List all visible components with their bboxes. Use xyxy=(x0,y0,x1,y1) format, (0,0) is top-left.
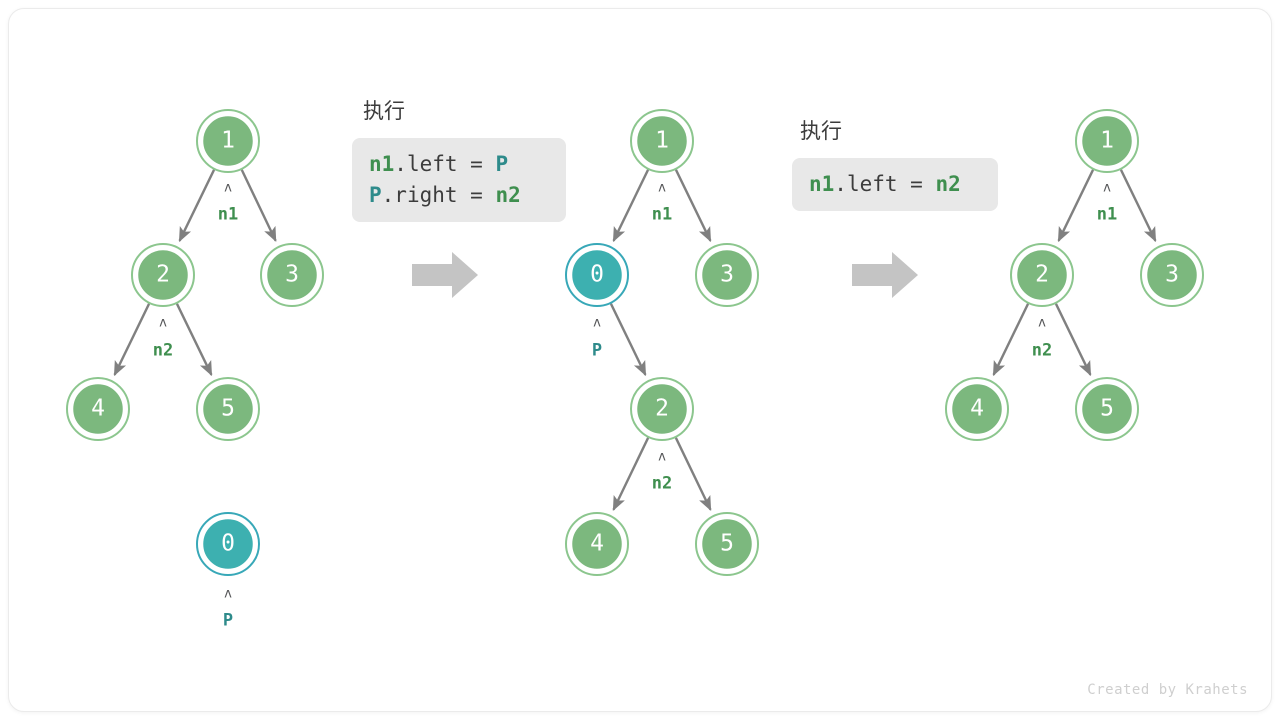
tree-node xyxy=(945,377,1009,441)
node-value-label: 4 xyxy=(91,395,105,422)
tree-node xyxy=(196,512,260,576)
code-line: n1.left = P xyxy=(369,149,549,180)
credit-text: Created by Krahets xyxy=(1087,682,1248,698)
pointer-caret-icon: ʌ xyxy=(1103,180,1111,196)
node-value-label: 1 xyxy=(655,127,669,154)
tree-node xyxy=(630,377,694,441)
node-value-label: 5 xyxy=(1100,395,1114,422)
pointer-caret-icon: ʌ xyxy=(658,180,666,196)
code-token: P xyxy=(369,183,382,208)
pointer-caret-icon: ʌ xyxy=(159,315,167,331)
node-value-label: 4 xyxy=(970,395,984,422)
code-snippet: n1.left = n2 xyxy=(792,158,998,212)
tree-edge xyxy=(178,169,216,243)
tree-node xyxy=(1075,377,1139,441)
pointer-caret-icon: ʌ xyxy=(224,180,232,196)
step-arrow-icon xyxy=(852,252,918,298)
code-token: n2 xyxy=(495,183,521,208)
node-value-label: 2 xyxy=(1035,261,1049,288)
node-value-label: 0 xyxy=(221,530,235,557)
code-token: .left = xyxy=(394,152,496,176)
node-value-label: 5 xyxy=(221,395,235,422)
tree-edge xyxy=(992,303,1030,377)
step-arrow-icon xyxy=(412,252,478,298)
tree-node xyxy=(260,243,324,307)
tree-edge xyxy=(175,303,213,377)
pointer-caret-icon: ʌ xyxy=(1038,315,1046,331)
code-token: n2 xyxy=(935,172,961,196)
tree-node xyxy=(630,109,694,173)
node-value-label: 1 xyxy=(221,127,235,154)
code-token: n1 xyxy=(809,172,835,196)
code-token: .right = xyxy=(381,183,496,208)
tree-edge xyxy=(113,303,151,377)
tree-node xyxy=(565,512,629,576)
code-token: n1 xyxy=(369,152,395,176)
tree-edge xyxy=(1057,169,1095,243)
pointer-caret-icon: ʌ xyxy=(224,586,232,602)
tree-node xyxy=(196,377,260,441)
code-line: P.right = n2 xyxy=(369,180,549,211)
code-token: .left = xyxy=(834,172,936,196)
node-value-label: 2 xyxy=(655,395,669,422)
tree-node xyxy=(695,243,759,307)
node-value-label: 3 xyxy=(1165,261,1179,288)
tree-nodes xyxy=(66,109,1204,576)
tree-node xyxy=(66,377,130,441)
node-value-label: 0 xyxy=(590,261,604,288)
pointer-label: n1 xyxy=(217,204,239,225)
tree-edge xyxy=(1119,169,1157,243)
pointer-caret-icon: ʌ xyxy=(658,449,666,465)
node-value-label: 5 xyxy=(720,530,734,557)
tree-node xyxy=(565,243,629,307)
node-value-label: 4 xyxy=(590,530,604,557)
code-line: n1.left = n2 xyxy=(809,169,981,200)
tree-edge xyxy=(612,437,650,512)
pointer-caret-icon: ʌ xyxy=(593,315,601,331)
code-token: P xyxy=(495,152,509,176)
pointer-label: P xyxy=(591,340,603,361)
node-value-label: 3 xyxy=(720,261,734,288)
tree-edge xyxy=(240,169,277,243)
pointer-label: n2 xyxy=(651,473,673,494)
pointer-label: P xyxy=(222,610,234,631)
tree-node xyxy=(1010,243,1074,307)
tree-edge xyxy=(674,437,712,512)
execute-caption: 执行 xyxy=(800,119,842,143)
node-value-label: 3 xyxy=(285,261,299,288)
node-value-label: 2 xyxy=(156,261,170,288)
pointer-label: n1 xyxy=(651,204,673,225)
pointer-label: n2 xyxy=(1031,340,1053,361)
tree-node xyxy=(1140,243,1204,307)
step-arrows xyxy=(412,252,918,298)
pointer-label: n1 xyxy=(1096,204,1118,225)
tree-edge xyxy=(674,169,712,243)
tree-node xyxy=(1075,109,1139,173)
tree-edge xyxy=(1054,303,1092,377)
tree-edge xyxy=(609,303,647,377)
tree-edge xyxy=(612,169,650,243)
pointer-label: n2 xyxy=(152,340,174,361)
tree-edges xyxy=(113,169,1157,512)
node-value-label: 1 xyxy=(1100,127,1114,154)
tree-node xyxy=(695,512,759,576)
tree-node xyxy=(196,109,260,173)
tree-node xyxy=(131,243,195,307)
execute-caption: 执行 xyxy=(363,99,405,123)
